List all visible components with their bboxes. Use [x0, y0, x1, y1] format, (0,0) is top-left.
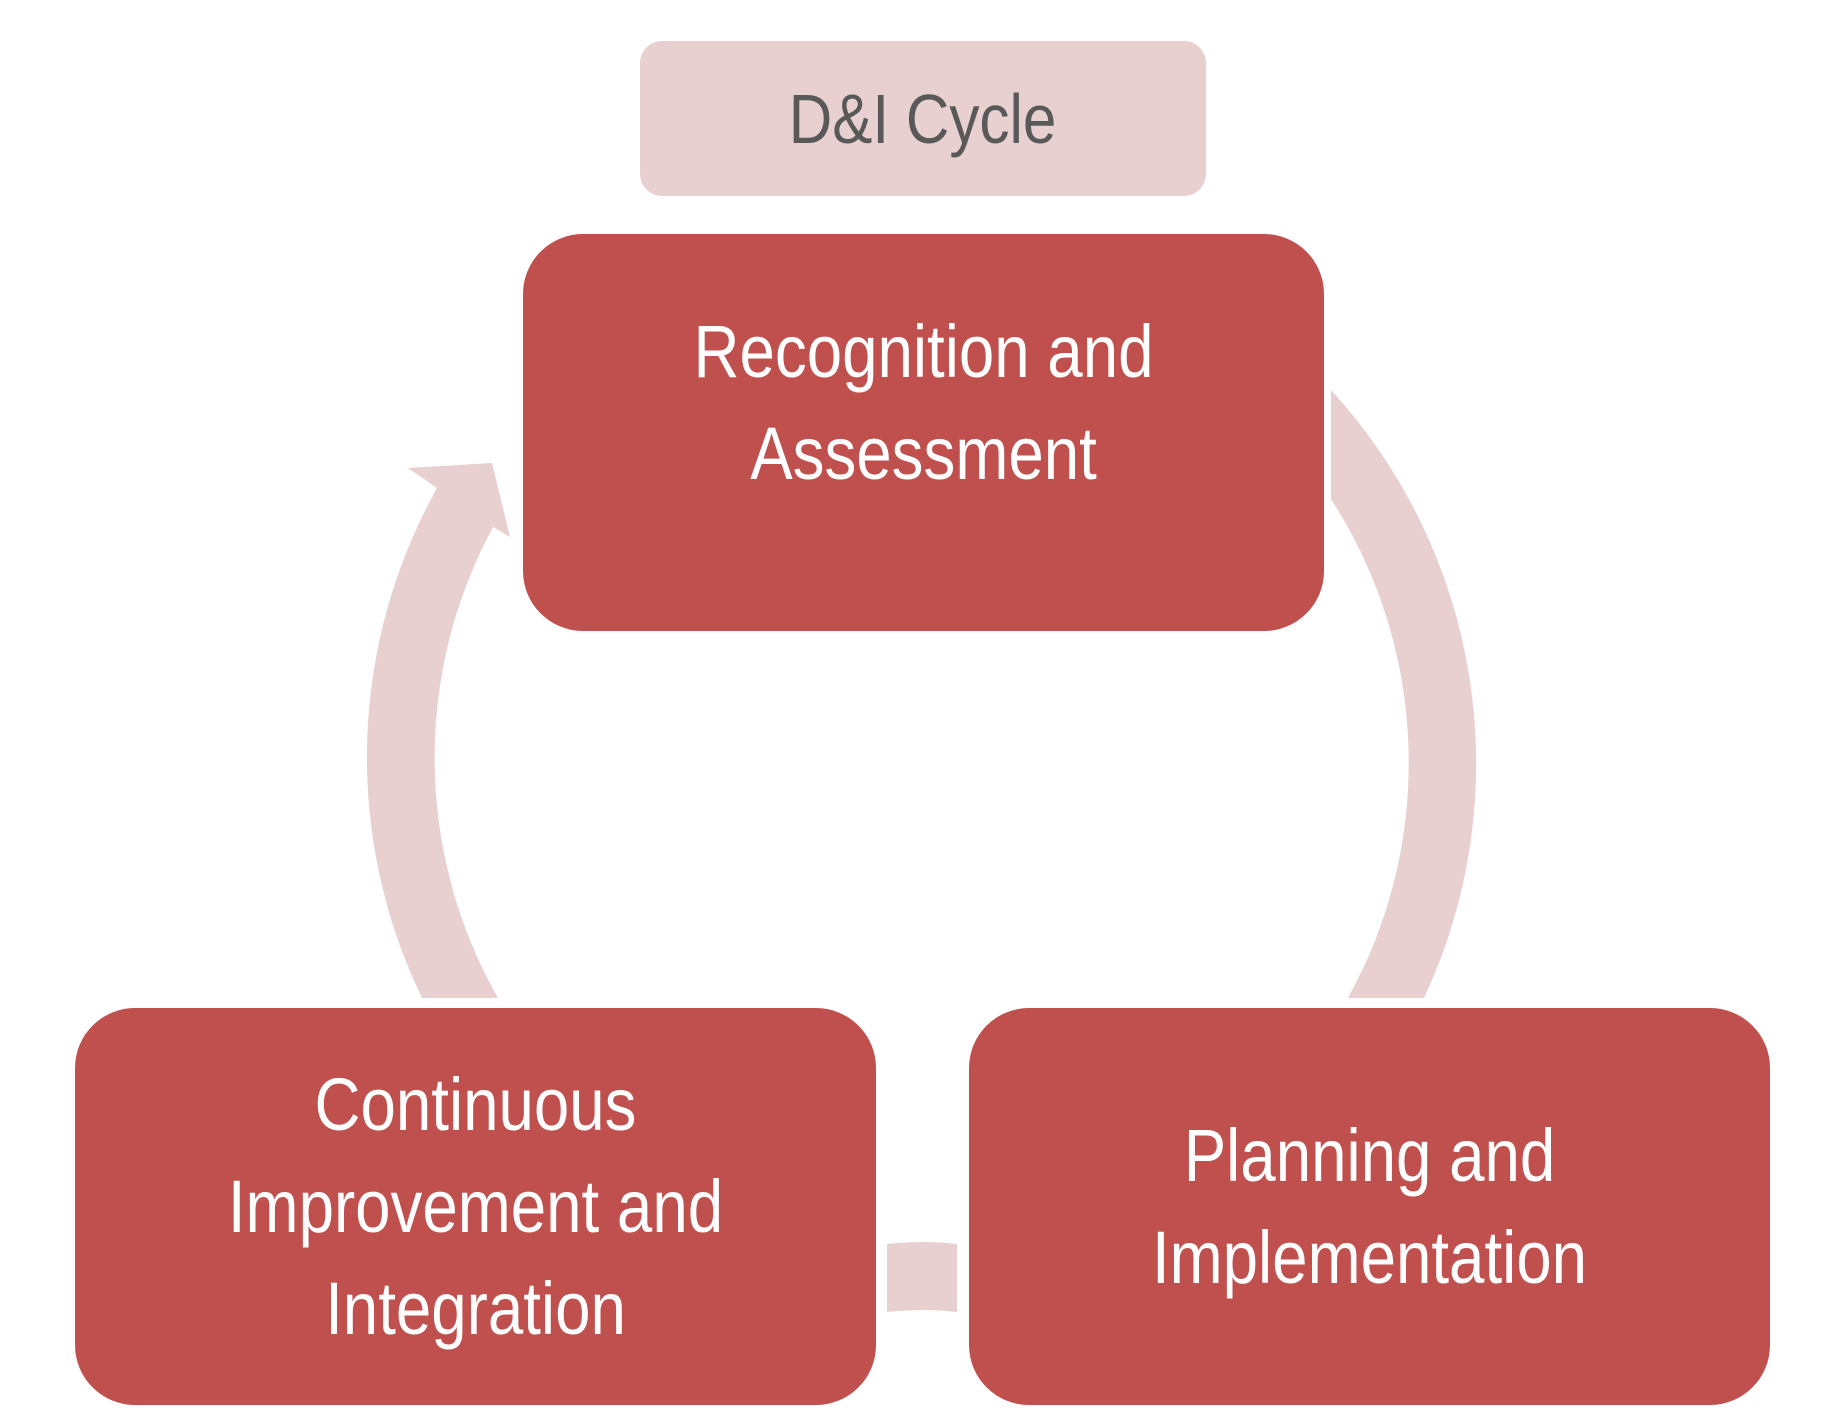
arc-recognition-to-planning	[1331, 390, 1477, 998]
node-label: Recognition and Assessment	[693, 309, 1154, 495]
arc-planning-to-improvement	[887, 1242, 957, 1312]
diagram-title: D&I Cycle	[789, 79, 1057, 158]
node-continuous-improvement-and-integration: Continuous Improvement and Integration	[75, 1008, 876, 1405]
node-recognition-and-assessment: Recognition and Assessment	[523, 234, 1324, 631]
node-planning-and-implementation: Planning and Implementation	[969, 1008, 1770, 1405]
node-label: Planning and Implementation	[1151, 1113, 1588, 1299]
node-label: Continuous Improvement and Integration	[227, 1062, 724, 1350]
diagram-title-box: D&I Cycle	[640, 41, 1206, 196]
arc-improvement-to-recognition-arrow	[366, 463, 510, 998]
